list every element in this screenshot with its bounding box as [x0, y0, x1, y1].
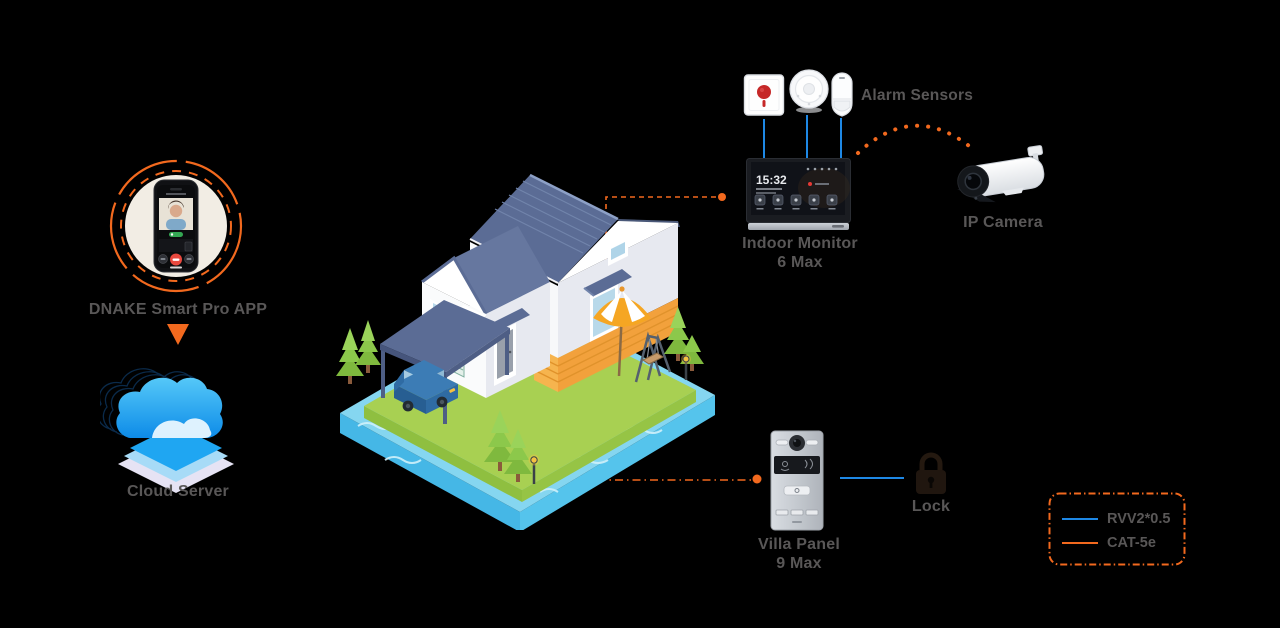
carport-roof [380, 300, 510, 372]
wire-sensors-to-monitor [763, 115, 842, 158]
patio-umbrella [593, 286, 651, 377]
car [394, 360, 458, 414]
indoor-monitor-icon: 15:32 [746, 158, 851, 230]
window-awning [583, 269, 632, 297]
left-roof-slope [454, 226, 550, 314]
lock-label: Lock [911, 498, 951, 515]
pine-tree [355, 320, 381, 373]
down-arrow-icon [167, 324, 189, 345]
indoor-monitor-model: 6 Max [777, 254, 823, 271]
orange-wire-swatch [1062, 542, 1098, 544]
wire-monitor-to-camera [856, 123, 976, 155]
cloud-server-icon [100, 368, 234, 493]
blue-wire-swatch [1062, 518, 1098, 520]
indoor-monitor-label: Indoor Monitor 6 Max [734, 234, 866, 272]
cloud-server-label: Cloud Server [127, 483, 229, 500]
ip-camera-icon [957, 145, 1045, 203]
emergency-button-icon [743, 74, 785, 116]
wood-slat-wall [533, 298, 679, 392]
monitor-app-icons [754, 194, 838, 210]
villa-panel-name: Villa Panel [758, 536, 840, 553]
legend-item-cat5e: CAT-5e [1062, 535, 1156, 551]
garden-lamp [681, 354, 691, 380]
legend: RVV2*0.5 CAT-5e [1048, 492, 1186, 566]
villa-illustration [336, 173, 715, 530]
smoke-detector-icon [789, 69, 829, 113]
indoor-monitor-name: Indoor Monitor [742, 235, 858, 252]
villa-panel-icon [770, 430, 824, 531]
monitor-statusbar-icons [806, 167, 838, 171]
inner-dashed-ring [120, 170, 232, 282]
outer-orange-ring [109, 159, 243, 293]
legend-label-rvv: RVV2*0.5 [1107, 511, 1171, 527]
swing-set [634, 331, 672, 383]
villa-panel-label: Villa Panel 9 Max [743, 535, 855, 573]
legend-item-rvv: RVV2*0.5 [1062, 511, 1170, 527]
pine-tree [484, 410, 516, 471]
app-label: DNAKE Smart Pro APP [88, 301, 268, 318]
gable-window [608, 237, 628, 266]
pine-tree [336, 328, 364, 384]
pine-tree [504, 429, 532, 482]
cloud-fluff [152, 418, 212, 438]
legend-border [1048, 492, 1186, 566]
lock-icon [916, 452, 946, 494]
pir-motion-sensor-icon [831, 72, 853, 117]
ip-camera-label: IP Camera [963, 214, 1043, 231]
villa-panel-model: 9 Max [776, 555, 822, 572]
monitor-clock: 15:32 [756, 173, 787, 187]
legend-label-cat5e: CAT-5e [1107, 535, 1156, 551]
alarm-sensors-label: Alarm Sensors [861, 87, 974, 104]
smart-app-graphic [109, 159, 243, 293]
cloud-echo-lines [100, 368, 201, 436]
left-gable [422, 258, 486, 314]
garden-lamp [528, 454, 540, 484]
smartphone-icon [153, 179, 199, 273]
